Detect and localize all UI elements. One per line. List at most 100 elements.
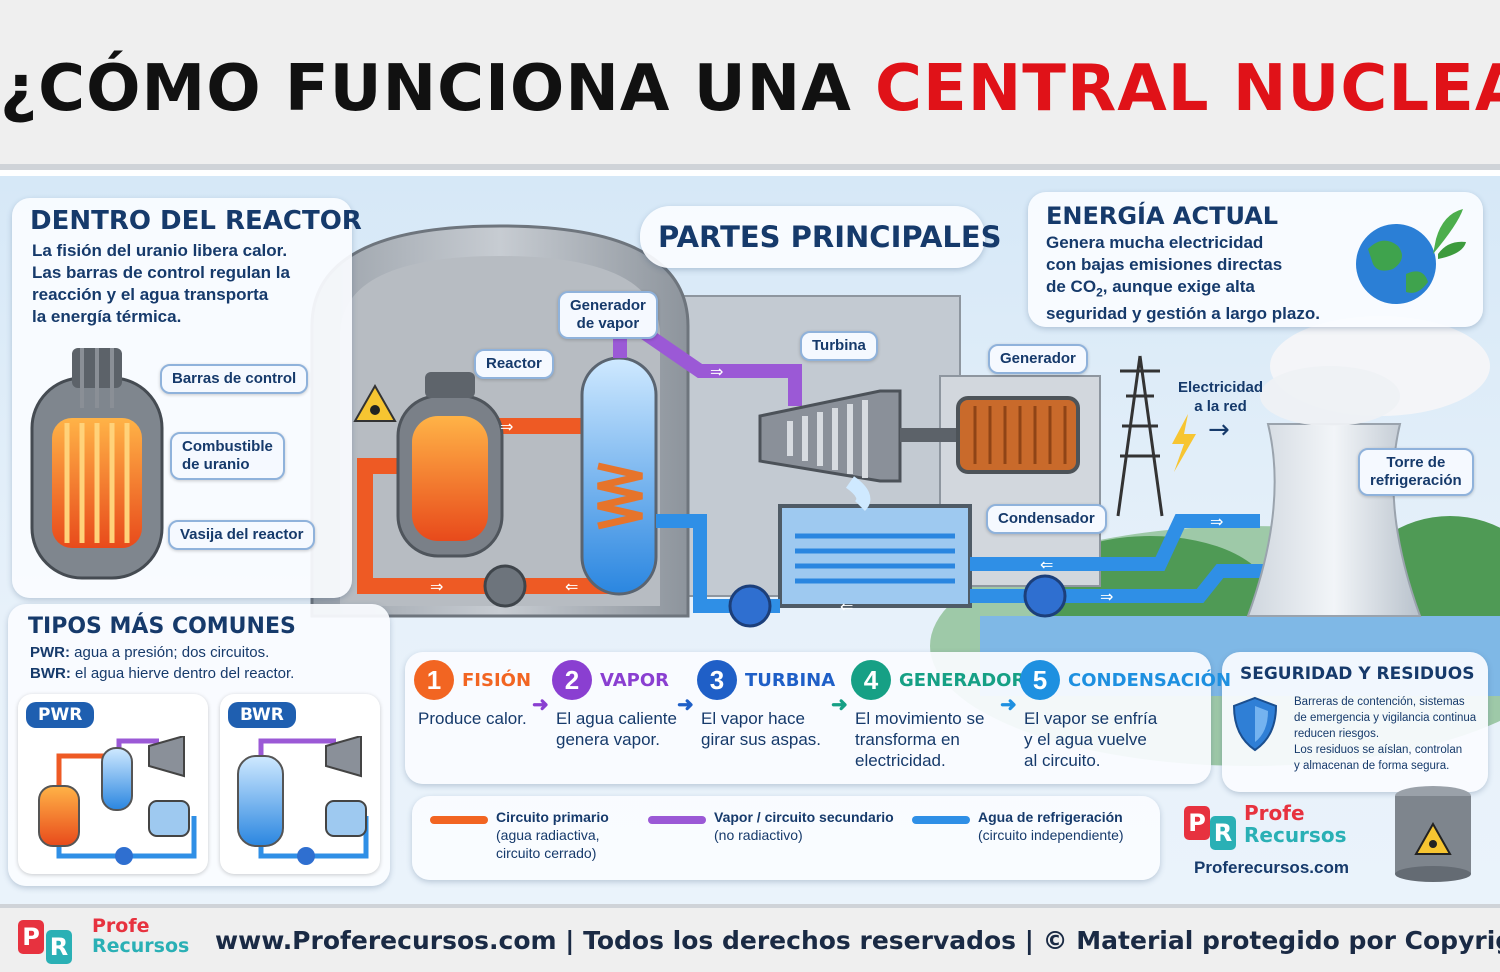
safety-panel-text: Barreras de contención, sistemas de emer…	[1294, 696, 1477, 772]
reactor-cutaway-illustration	[30, 348, 164, 580]
brand-logo-p: P	[1184, 806, 1210, 840]
flow-arrow: ⇐	[1040, 555, 1053, 574]
step-title: VAPOR	[600, 670, 669, 691]
reactor-panel-heading: DENTRO DEL REACTOR	[30, 206, 362, 236]
flow-arrow: ⇒	[710, 362, 723, 381]
step-title: FISIÓN	[462, 670, 532, 691]
turbine-shaft	[900, 428, 960, 442]
step-arrow-icon: ➜	[1000, 694, 1017, 716]
page-title: ¿CÓMO FUNCIONA UNA CENTRAL NUCLEAR?	[0, 52, 1500, 126]
turbine-label: Turbina	[800, 331, 878, 361]
title-part-1: ¿CÓMO FUNCIONA UNA	[0, 52, 876, 126]
generator-label: Generador	[988, 344, 1088, 374]
pwr-card: PWR	[18, 694, 208, 874]
process-steps-panel	[405, 652, 1211, 784]
safety-panel-heading: SEGURIDAD Y RESIDUOS	[1240, 664, 1475, 684]
brand-name: Profe Recursos	[1244, 801, 1347, 847]
legend-text: Vapor / circuito secundario(no radiactiv…	[714, 809, 894, 843]
energy-panel-heading: ENERGÍA ACTUAL	[1046, 202, 1279, 230]
shield-icon	[1232, 696, 1278, 752]
flow-arrow: ⇐	[840, 597, 853, 616]
feedwater-pump	[728, 584, 772, 628]
reactor-vessel-label: Vasija del reactor	[168, 520, 316, 550]
cooling-water-pipe	[970, 564, 1265, 603]
control-rods-label: Barras de control	[160, 364, 309, 394]
electricity-arrow-icon: →	[1208, 415, 1230, 445]
flow-arrow: ⇒	[1210, 512, 1223, 531]
flow-arrow: ⇐	[565, 577, 578, 596]
legend-swatch	[648, 816, 706, 824]
pwr-diagram	[38, 736, 197, 865]
types-panel-heading: TIPOS MÁS COMUNES	[28, 614, 296, 639]
lightning-bolt-icon	[1172, 414, 1196, 472]
cooling-pump	[1023, 574, 1067, 618]
step-arrow-icon: ➜	[677, 694, 694, 716]
condenser-tubes	[795, 533, 955, 584]
legend-swatch	[912, 816, 970, 824]
step-title: GENERADOR	[899, 670, 1026, 691]
earth-leaf-icon	[1356, 209, 1466, 304]
legend-text: Circuito primario(agua radiactiva,circui…	[496, 809, 609, 861]
coolant-pump	[483, 564, 527, 608]
step-arrow-icon: ➜	[532, 694, 549, 716]
bwr-badge: BWR	[228, 702, 296, 728]
main-illustration: ⇒ ⇒ ⇒ ⇐ ⇐ ⇐ ⇒ ⇒ → PARTES PRINCIPALES Gen…	[0, 176, 1500, 904]
turbine-blades	[787, 400, 868, 478]
title-highlight: CENTRAL NUCLEAR	[875, 52, 1500, 126]
radiation-warning-icon	[353, 383, 397, 422]
cooling-water-pipe	[970, 514, 1260, 571]
step-number: 2	[552, 660, 592, 700]
flow-arrow: ⇒	[430, 577, 443, 596]
step-arrow-icon: ➜	[831, 694, 848, 716]
electric-generator	[956, 396, 1080, 474]
brand-site: Proferecursos.com	[1194, 858, 1349, 877]
reactor-panel: DENTRO DEL REACTOR La fisión del uranio …	[12, 198, 362, 598]
footer-brand-name: Profe Recursos	[92, 915, 190, 957]
step-title: CONDENSACIÓN	[1068, 670, 1232, 691]
cooling-tower-steam	[1260, 366, 1400, 426]
flow-arrow: ⇒	[1100, 587, 1113, 606]
transmission-tower	[1116, 355, 1164, 517]
reactor-panel-text: La fisión del uranio libera calor. Las b…	[32, 241, 290, 326]
reactor-head	[425, 372, 475, 398]
flow-arrow: ⇒	[500, 417, 513, 436]
reactor-core	[412, 416, 488, 541]
header: ¿CÓMO FUNCIONA UNA CENTRAL NUCLEAR?	[0, 0, 1500, 170]
energy-panel: ENERGÍA ACTUAL Genera mucha electricidad…	[1028, 192, 1483, 327]
legend-swatch	[430, 816, 488, 824]
step-title: TURBINA	[745, 670, 836, 691]
steam-generator	[580, 356, 658, 596]
waste-barrel-icon	[1395, 786, 1471, 882]
reactor-label: Reactor	[474, 349, 554, 379]
step-description: Produce calor.	[418, 709, 527, 728]
step-number: 4	[851, 660, 891, 700]
footer-logo-p: P	[18, 920, 44, 954]
main-parts-badge: PARTES PRINCIPALES	[640, 206, 1002, 268]
generator-windings	[973, 406, 1067, 464]
footer-logo-r: R	[46, 930, 72, 964]
bwr-card: BWR	[220, 694, 380, 874]
safety-panel: SEGURIDAD Y RESIDUOS Barreras de contenc…	[1222, 652, 1488, 792]
pwr-badge: PWR	[26, 702, 95, 728]
step-number: 1	[414, 660, 454, 700]
bwr-diagram	[237, 736, 369, 865]
energy-panel-text: Genera mucha electricidad con bajas emis…	[1046, 233, 1320, 324]
steam-to-condenser	[845, 476, 871, 511]
types-panel-text: PWR: agua a presión; dos circuitos. BWR:…	[30, 644, 295, 682]
radiation-warning-dot	[370, 405, 380, 415]
legend-panel	[412, 796, 1160, 880]
step-number: 3	[697, 660, 737, 700]
legend-text: Agua de refrigeración(circuito independi…	[978, 809, 1124, 843]
footer-copyright-text: www.Proferecursos.com | Todos los derech…	[215, 926, 1500, 955]
condenser-label: Condensador	[986, 504, 1107, 534]
types-panel: TIPOS MÁS COMUNES PWR: agua a presión; d…	[8, 604, 390, 886]
steam-generator-coil	[597, 462, 643, 530]
